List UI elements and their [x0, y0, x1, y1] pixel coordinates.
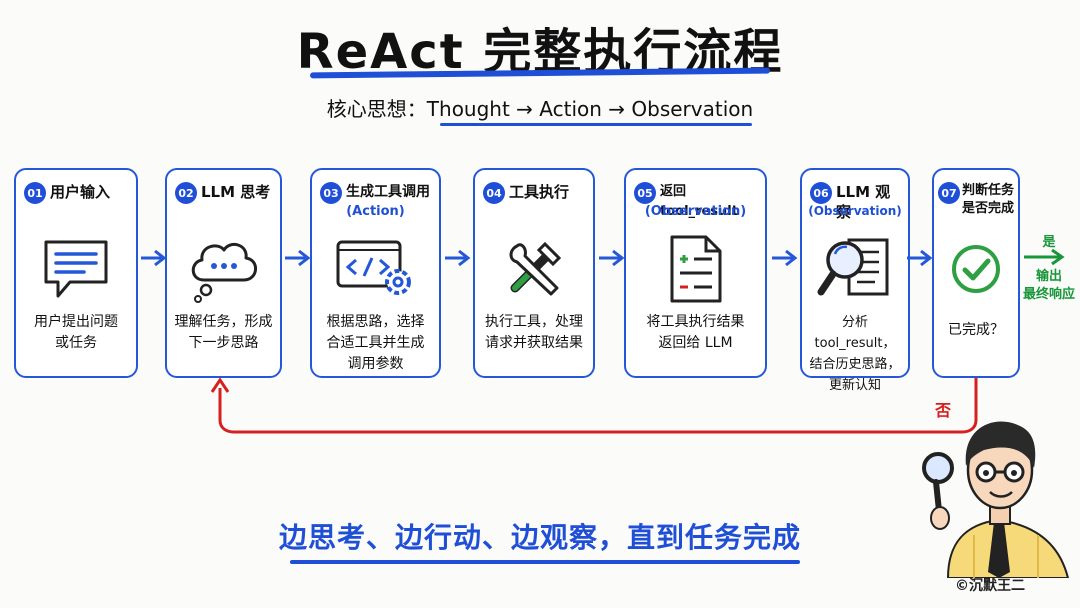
step-title: 生成工具调用	[346, 184, 430, 200]
arrow-right-icon	[772, 249, 798, 267]
arrow-right-icon	[141, 249, 167, 267]
step-desc: 根据思路，选择 合适工具并生成 调用参数	[326, 314, 425, 372]
step-title: 用户输入	[50, 183, 111, 201]
step-desc: 理解任务，形成 下一步思路	[174, 314, 273, 351]
check-circle-icon	[934, 232, 1018, 306]
tools-icon	[475, 232, 593, 306]
step-card-1: 01 用户输入 用户提出问题 或任务	[14, 168, 138, 378]
arrow-right-icon	[445, 249, 471, 267]
step-desc: 用户提出问题 或任务	[34, 314, 118, 351]
subtitle: 核心思想：Thought → Action → Observation	[326, 97, 754, 121]
step-card-5: 05 返回 tool_result (Observation) 将工具执行结果 …	[624, 168, 767, 378]
step-title: LLM 观察	[836, 183, 891, 221]
step-number: 07	[938, 182, 960, 204]
step-number: 01	[24, 182, 46, 204]
step-card-7: 07 判断任务 是否完成 已完成？	[932, 168, 1020, 378]
arrow-right-icon	[599, 249, 625, 267]
document-result-icon	[626, 232, 765, 306]
step-subtitle: (Observation)	[808, 204, 902, 218]
step-desc: 已完成？	[948, 322, 1004, 338]
step-number: 02	[175, 182, 197, 204]
slogan: 边思考、边行动、边观察，直到任务完成	[278, 521, 801, 554]
step-title: 工具执行	[509, 183, 570, 201]
loop-arrow-icon	[210, 377, 978, 434]
mascot-illustration	[922, 421, 1070, 578]
subtitle-underline	[440, 123, 752, 126]
step-subtitle: (Observation)	[644, 204, 747, 219]
thought-cloud-icon	[167, 232, 280, 306]
step-number: 05	[634, 182, 656, 204]
step-subtitle: (Action)	[346, 204, 405, 219]
step-card-4: 04 工具执行 执行工具，处理 请求并获取结果	[473, 168, 595, 378]
code-gear-icon	[312, 232, 439, 306]
credit: ©沉默王二	[955, 578, 1025, 594]
step-number: 03	[320, 182, 342, 204]
step-card-6: 06 LLM 观察 (Observation) 分析 tool_result， …	[800, 168, 910, 393]
step-number: 04	[483, 182, 505, 204]
step-desc: 将工具执行结果 返回给 LLM	[646, 314, 745, 351]
step-card-3: 03 生成工具调用 (Action) 根据思路，选择 合适工具并生成 调用参数	[310, 168, 441, 378]
arrow-right-icon	[907, 249, 933, 267]
step-desc: 分析 tool_result， 结合历史思路， 更新认知	[809, 315, 901, 393]
arrow-right-icon	[1024, 248, 1065, 266]
arrow-right-icon	[285, 249, 311, 267]
no-label: 否	[935, 401, 952, 420]
slogan-underline	[290, 560, 800, 564]
step-title: LLM 思考	[201, 183, 271, 201]
step-desc: 执行工具，处理 请求并获取结果	[485, 314, 583, 351]
step-number: 06	[810, 182, 832, 204]
step-title: 返回 tool_result	[660, 184, 738, 219]
step-card-2: 02 LLM 思考 理解任务，形成 下一步思路	[165, 168, 282, 378]
step-title: 判断任务 是否完成	[962, 183, 1015, 216]
output-label: 输出 最终响应	[1022, 269, 1075, 302]
yes-label: 是	[1042, 235, 1056, 250]
chat-bubble-icon	[16, 232, 136, 306]
magnifier-document-icon	[802, 232, 908, 306]
